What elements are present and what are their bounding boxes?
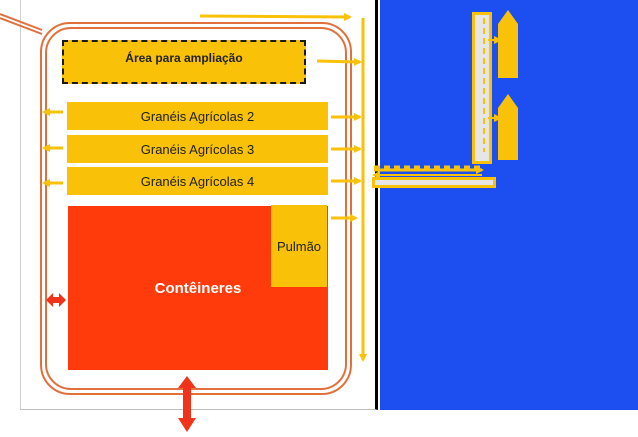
grain-terminal-4-label: Granéis Agrícolas 4: [140, 174, 255, 189]
double-arrow-icon: [46, 293, 66, 307]
expansion-area: Área para ampliação: [62, 40, 306, 84]
ship-icon: [498, 94, 518, 160]
ship-icon: [498, 10, 518, 78]
pier-vertical: [472, 12, 492, 164]
buffer-area: Pulmão: [271, 205, 327, 287]
grain-terminal-2: Granéis Agrícolas 2: [67, 102, 328, 130]
grain-terminal-4: Granéis Agrícolas 4: [67, 167, 328, 195]
access-line: [0, 17, 43, 35]
pier-horizontal: [372, 177, 496, 188]
arrow-icon: [316, 57, 362, 66]
port-land-area: [20, 0, 378, 410]
arrow-icon: [199, 12, 352, 21]
grain-terminal-3: Granéis Agrícolas 3: [67, 135, 328, 163]
double-arrow-icon: [178, 376, 196, 432]
perimeter-road-inner: [45, 27, 347, 390]
access-line: [0, 13, 43, 31]
grain-terminal-3-label: Granéis Agrícolas 3: [140, 142, 255, 157]
grain-terminal-2-label: Granéis Agrícolas 2: [140, 109, 255, 124]
expansion-area-label: Área para ampliação: [125, 51, 243, 65]
container-terminal-label: Contêineres: [154, 280, 242, 297]
perimeter-road-outer: [40, 22, 352, 395]
buffer-area-label: Pulmão: [276, 239, 322, 254]
